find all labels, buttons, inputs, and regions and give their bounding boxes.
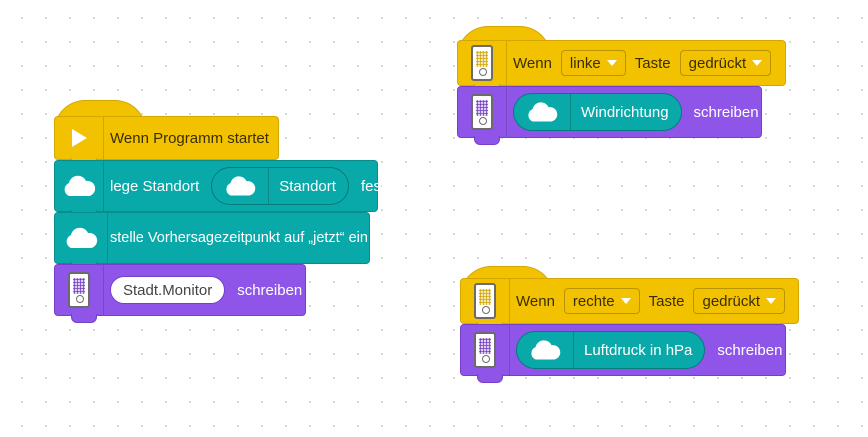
dropdown-value: rechte — [572, 292, 615, 310]
block-suffix: fest — [360, 177, 386, 195]
dropdown-value: linke — [569, 54, 601, 72]
location-reporter[interactable]: Standort — [211, 167, 349, 205]
when-right-button-pressed-block[interactable]: Wenn rechte Taste gedrückt — [460, 278, 799, 331]
display-write-block[interactable]: Stadt.Monitor schreiben — [54, 264, 306, 323]
cloud-icon — [55, 161, 104, 211]
cloud-icon — [517, 332, 574, 368]
button-side-dropdown[interactable]: rechte — [563, 288, 640, 314]
block-notch — [474, 136, 500, 145]
block-suffix: schreiben — [237, 281, 303, 299]
button-state-dropdown[interactable]: gedrückt — [693, 288, 786, 314]
hub-icon — [55, 265, 104, 315]
display-write-block[interactable]: Windrichtung schreiben — [457, 86, 762, 145]
cloud-icon — [514, 94, 571, 130]
chevron-down-icon — [752, 60, 763, 66]
play-icon — [55, 117, 104, 159]
block-suffix: schreiben — [717, 341, 783, 359]
chevron-down-icon — [766, 298, 777, 304]
chevron-down-icon — [620, 298, 631, 304]
wind-direction-reporter[interactable]: Windrichtung — [513, 93, 682, 131]
chevron-down-icon — [606, 60, 617, 66]
block-middle: Taste — [648, 292, 685, 310]
set-location-block[interactable]: lege Standort Standort fest — [54, 160, 385, 219]
cloud-icon — [55, 213, 108, 263]
block-suffix: schreiben — [693, 103, 759, 121]
block-label: Wenn Programm startet — [110, 129, 269, 147]
when-left-button-pressed-block[interactable]: Wenn linke Taste gedrückt — [457, 40, 786, 93]
when-program-starts-block[interactable]: Wenn Programm startet — [54, 116, 279, 167]
hub-icon — [458, 87, 507, 137]
block-prefix: Wenn — [516, 292, 555, 310]
block-middle: Taste — [634, 54, 671, 72]
display-write-block[interactable]: Luftdruck in hPa schreiben — [460, 324, 786, 383]
block-notch — [71, 314, 97, 323]
air-pressure-reporter[interactable]: Luftdruck in hPa — [516, 331, 706, 369]
hub-icon — [461, 279, 510, 323]
block-notch — [477, 374, 503, 383]
block-label: lege Standort — [110, 177, 200, 195]
block-label: stelle Vorhersagezeitpunkt auf „jetzt“ e… — [110, 230, 368, 246]
set-forecast-time-block[interactable]: stelle Vorhersagezeitpunkt auf „jetzt“ e… — [54, 212, 370, 271]
dropdown-value: gedrückt — [702, 292, 761, 310]
button-side-dropdown[interactable]: linke — [560, 50, 626, 76]
text-input-field[interactable]: Stadt.Monitor — [110, 276, 226, 304]
dropdown-value: gedrückt — [688, 54, 747, 72]
button-state-dropdown[interactable]: gedrückt — [679, 50, 772, 76]
reporter-label: Standort — [279, 177, 336, 195]
hub-icon — [458, 41, 507, 85]
hub-icon — [461, 325, 510, 375]
reporter-label: Luftdruck in hPa — [584, 341, 693, 359]
block-prefix: Wenn — [513, 54, 552, 72]
cloud-icon — [212, 168, 270, 204]
reporter-label: Windrichtung — [581, 103, 669, 121]
